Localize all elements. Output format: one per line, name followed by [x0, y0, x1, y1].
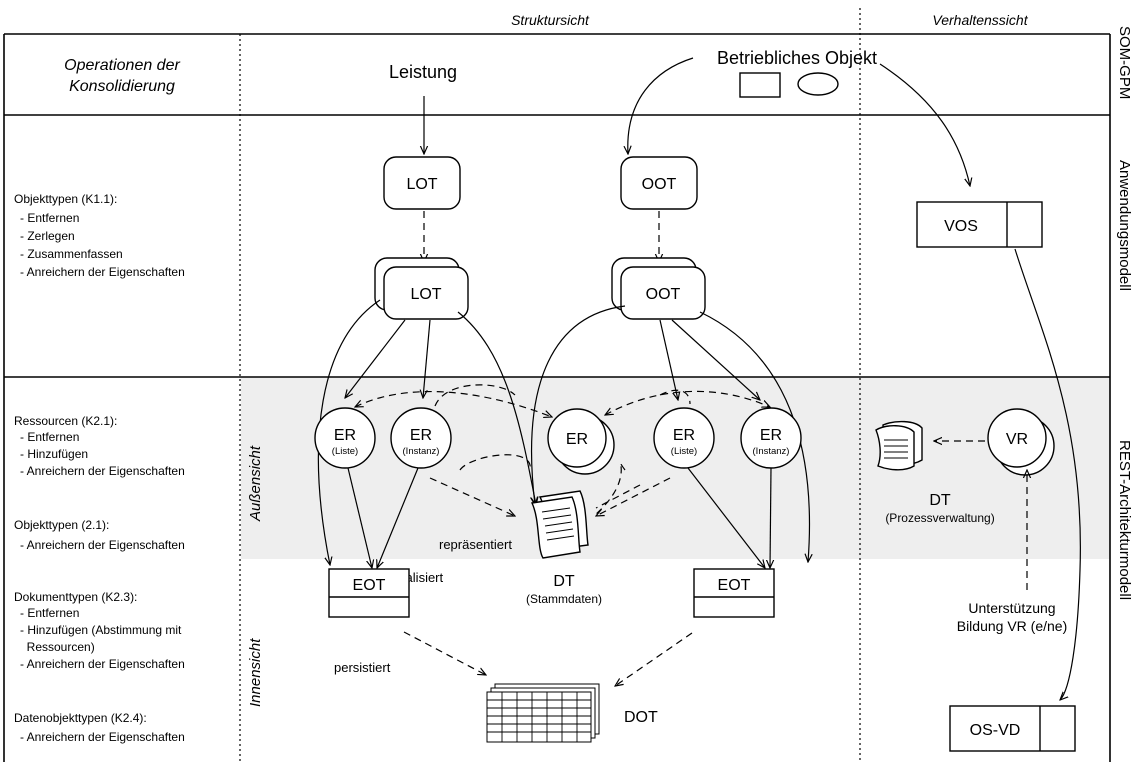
svg-text:ER: ER — [760, 427, 782, 444]
label-unterstuetzung-2: Bildung VR (e/ne) — [957, 618, 1068, 634]
node-vos: VOS — [916, 201, 1043, 248]
node-dot — [486, 683, 600, 743]
svg-text:(Instanz): (Instanz) — [753, 446, 790, 457]
node-betriebliches-objekt: Betriebliches Objekt — [717, 48, 877, 68]
svg-text:- Anreichern der Eigenschaften: - Anreichern der Eigenschaften — [20, 730, 185, 744]
svg-text:EOT: EOT — [718, 577, 751, 594]
dt-prozessverwaltung-label: DT — [929, 492, 951, 509]
svg-text:Objekttypen (K1.1):: Objekttypen (K1.1): — [14, 192, 117, 206]
svg-text:Dokumenttypen (K2.3):: Dokumenttypen (K2.3): — [14, 590, 137, 604]
svg-text:LOT: LOT — [406, 176, 437, 193]
svg-text:- Hinzufügen: - Hinzufügen — [20, 447, 88, 461]
left-header-line2: Konsolidierung — [69, 78, 175, 95]
node-vr: VR — [987, 408, 1055, 476]
side-label-rest-architekturmodell: REST-Architekturmodell — [1116, 440, 1133, 600]
dt-stammdaten-sub: (Stammdaten) — [526, 592, 602, 606]
node-eot-right: EOT — [693, 568, 775, 618]
svg-text:- Anreichern der Eigenschaften: - Anreichern der Eigenschaften — [20, 464, 185, 478]
node-er-instanz-right: ER (Instanz) — [740, 407, 802, 469]
svg-text:Ressourcen): Ressourcen) — [20, 640, 95, 654]
svg-text:- Entfernen: - Entfernen — [20, 211, 79, 225]
node-lot-stack: LOT — [374, 257, 469, 320]
svg-text:EOT: EOT — [353, 577, 386, 594]
svg-text:- Zerlegen: - Zerlegen — [20, 229, 75, 243]
svg-text:Datenobjekttypen (K2.4):: Datenobjekttypen (K2.4): — [14, 711, 147, 725]
svg-text:ER: ER — [566, 431, 588, 448]
dt-stammdaten-label: DT — [553, 573, 575, 590]
node-oot-top — [620, 156, 698, 210]
rectangle-symbol — [739, 72, 781, 98]
subview-aussensicht: Außensicht — [247, 445, 264, 522]
node-oot-stack: OOT — [611, 257, 706, 320]
node-er-center: ER — [547, 408, 615, 475]
frame — [3, 8, 1111, 762]
node-leistung: Leistung — [389, 62, 457, 82]
node-dt-prozessverwaltung — [875, 420, 923, 471]
operations-objekttypen-k11: Objekttypen (K1.1): - Entfernen - Zerleg… — [14, 192, 185, 279]
svg-text:- Anreichern der Eigenschaften: - Anreichern der Eigenschaften — [20, 657, 185, 671]
svg-text:Ressourcen (K2.1):: Ressourcen (K2.1): — [14, 414, 117, 428]
label-persistiert: persistiert — [334, 660, 391, 675]
svg-text:- Zusammenfassen: - Zusammenfassen — [20, 247, 123, 261]
side-label-anwendungsmodell: Anwendungsmodell — [1116, 160, 1133, 291]
node-eot-left: EOT — [328, 568, 410, 618]
svg-text:- Anreichern der Eigenschaften: - Anreichern der Eigenschaften — [20, 538, 185, 552]
operations-objekttypen-21: Objekttypen (2.1): - Anreichern der Eige… — [14, 518, 185, 552]
svg-text:VOS: VOS — [944, 218, 978, 235]
ellipse-symbol — [797, 72, 839, 96]
svg-text:ER: ER — [334, 427, 356, 444]
label-unterstuetzung-1: Unterstützung — [968, 600, 1055, 616]
side-label-som-gpm: SOM-GPM — [1116, 26, 1133, 99]
node-er-liste-right: ER (Liste) — [653, 407, 715, 469]
svg-text:(Liste): (Liste) — [671, 446, 697, 457]
dot-label: DOT — [624, 709, 658, 726]
svg-text:(Instanz): (Instanz) — [403, 446, 440, 457]
svg-text:- Hinzufügen (Abstimmung mit: - Hinzufügen (Abstimmung mit — [20, 623, 182, 637]
dt-prozessverwaltung-sub: (Prozessverwaltung) — [885, 511, 994, 525]
node-os-vd: OS-VD — [949, 705, 1076, 752]
svg-text:(Liste): (Liste) — [332, 446, 358, 457]
left-header-line1: Operationen der — [64, 57, 180, 74]
label-repraesentiert: repräsentiert — [439, 537, 512, 552]
operations-datenobjekttypen-k24: Datenobjekttypen (K2.4): - Anreichern de… — [14, 711, 185, 744]
svg-text:ER: ER — [410, 427, 432, 444]
operations-dokumenttypen-k23: Dokumenttypen (K2.3): - Entfernen - Hinz… — [14, 590, 185, 671]
svg-text:LOT: LOT — [410, 286, 441, 303]
svg-text:OOT: OOT — [642, 176, 677, 193]
header-struktursicht: Struktursicht — [511, 12, 590, 28]
svg-text:- Entfernen: - Entfernen — [20, 430, 79, 444]
svg-text:- Entfernen: - Entfernen — [20, 606, 79, 620]
svg-text:OOT: OOT — [646, 286, 681, 303]
node-er-liste-left: ER (Liste) — [314, 407, 376, 469]
svg-text:ER: ER — [673, 427, 695, 444]
svg-text:- Anreichern der Eigenschaften: - Anreichern der Eigenschaften — [20, 265, 185, 279]
node-lot-top — [383, 156, 461, 210]
node-er-instanz-left: ER (Instanz) — [390, 407, 452, 469]
svg-text:OS-VD: OS-VD — [970, 722, 1021, 739]
aussensicht-band — [241, 377, 1110, 559]
operations-ressourcen-k21: Ressourcen (K2.1): - Entfernen - Hinzufü… — [14, 414, 185, 478]
node-dt-stammdaten — [530, 490, 589, 559]
svg-text:Objekttypen (2.1):: Objekttypen (2.1): — [14, 518, 109, 532]
header-verhaltenssicht: Verhaltenssicht — [932, 12, 1028, 28]
svg-text:VR: VR — [1006, 431, 1028, 448]
subview-innensicht: Innensicht — [247, 638, 264, 707]
